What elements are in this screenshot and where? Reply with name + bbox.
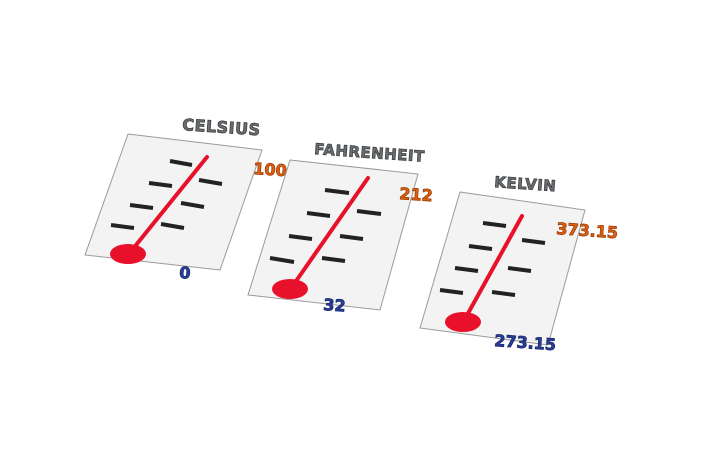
thermometer-plate[interactable] xyxy=(84,133,263,271)
thermometer-fahrenheit[interactable]: FAHRENHEIT 212 32 xyxy=(247,140,434,316)
freezing-point-value[interactable]: 0 xyxy=(178,263,191,284)
boiling-point-value[interactable]: 212 xyxy=(398,184,434,206)
tick-mark xyxy=(454,266,479,273)
thermometer-plate[interactable] xyxy=(247,159,419,311)
thermometer-celsius[interactable]: CELSIUS 100 0 xyxy=(84,115,288,284)
tick-mark xyxy=(491,290,516,297)
freezing-point-value[interactable]: 273.15 xyxy=(493,331,557,355)
thermometer-plate[interactable] xyxy=(419,191,586,346)
tick-mark xyxy=(482,221,507,228)
tick-marks xyxy=(439,221,546,297)
thermometer-title[interactable]: KELVIN xyxy=(493,173,557,196)
boiling-point-value[interactable]: 373.15 xyxy=(555,219,619,243)
thermometer-title[interactable]: CELSIUS xyxy=(181,115,261,140)
thermometer-bulb xyxy=(272,279,308,299)
tick-mark xyxy=(521,238,546,245)
tick-mark xyxy=(148,181,173,188)
tick-mark xyxy=(269,256,295,264)
tick-mark xyxy=(339,234,364,241)
tick-mark xyxy=(306,211,331,218)
thermometer-bulb xyxy=(110,244,146,264)
thermometer-tube xyxy=(292,176,370,286)
tick-marks xyxy=(110,159,223,230)
tick-marks xyxy=(269,188,382,264)
tick-mark xyxy=(468,244,493,251)
tick-mark xyxy=(198,178,223,186)
thermometer-title[interactable]: FAHRENHEIT xyxy=(313,140,426,166)
tick-mark xyxy=(507,266,532,273)
thermometer-kelvin[interactable]: KELVIN 373.15 273.15 xyxy=(419,173,619,355)
tick-mark xyxy=(110,223,135,230)
thermometer-tube xyxy=(130,155,209,252)
tick-mark xyxy=(324,188,350,195)
tick-mark xyxy=(160,222,185,230)
boiling-point-value[interactable]: 100 xyxy=(252,159,288,181)
thermometer-tube xyxy=(464,214,524,319)
tick-mark xyxy=(180,201,205,209)
tick-mark xyxy=(321,256,346,263)
tick-mark xyxy=(129,203,154,210)
tick-mark xyxy=(169,159,193,167)
thermometer-bulb xyxy=(445,312,481,332)
tick-mark xyxy=(356,209,382,216)
freezing-point-value[interactable]: 32 xyxy=(322,295,347,316)
tick-mark xyxy=(439,288,464,295)
tick-mark xyxy=(288,234,313,241)
